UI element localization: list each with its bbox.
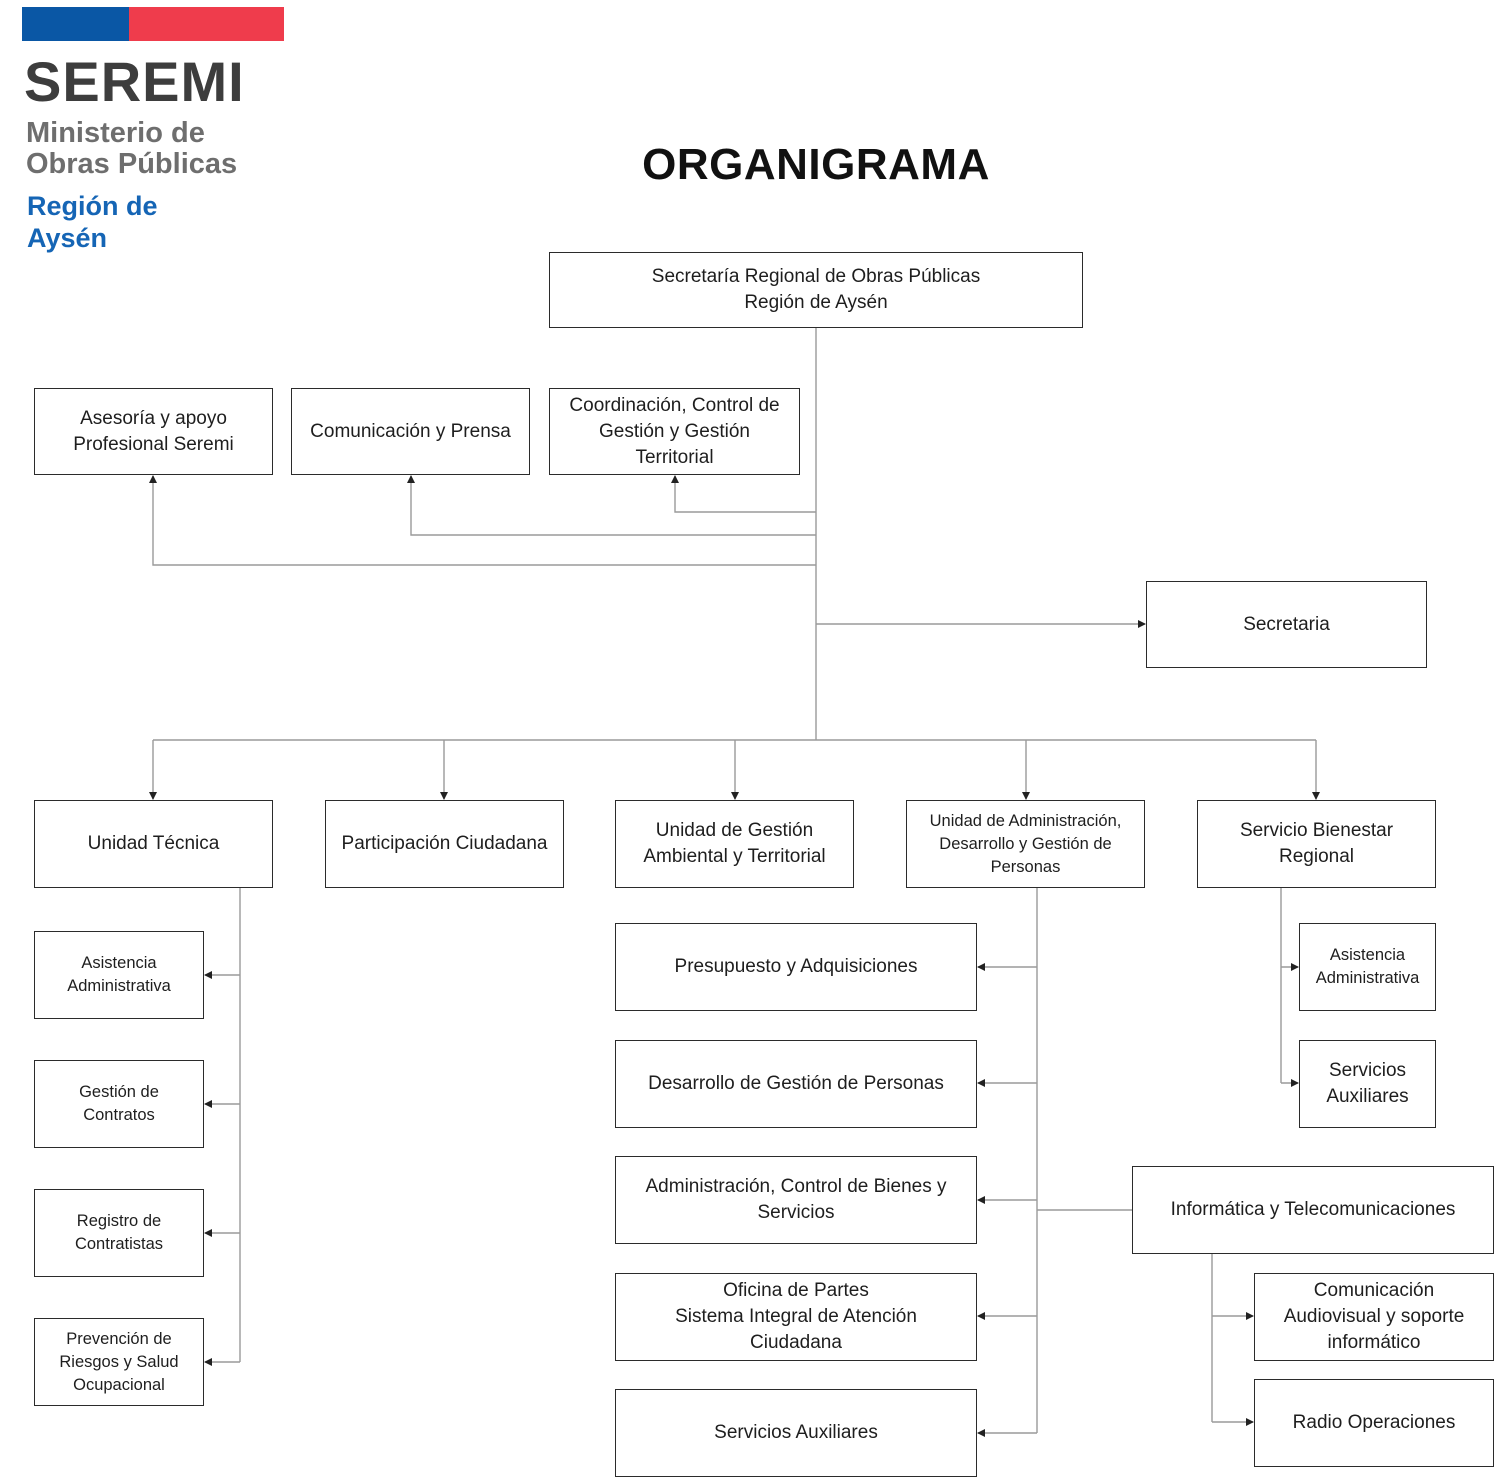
org-box-unidad-tecnica: Unidad Técnica xyxy=(34,800,273,888)
org-box-tecnica-registro: Registro de Contratistas xyxy=(34,1189,204,1277)
org-box-control-bienes: Administración, Control de Bienes y Serv… xyxy=(615,1156,977,1244)
org-box-bienestar: Servicio Bienestar Regional xyxy=(1197,800,1436,888)
org-box-presupuesto: Presupuesto y Adquisiciones xyxy=(615,923,977,1011)
flag-red-bar xyxy=(129,7,284,41)
org-box-tecnica-asistencia: Asistencia Administrativa xyxy=(34,931,204,1019)
page-title: ORGANIGRAMA xyxy=(642,140,990,189)
org-box-radio-operaciones: Radio Operaciones xyxy=(1254,1379,1494,1467)
connector-coordinacion xyxy=(671,475,816,513)
org-box-comunicacion-prensa: Comunicación y Prensa xyxy=(291,388,530,475)
org-box-informatica: Informática y Telecomunicaciones xyxy=(1132,1166,1494,1254)
org-box-secretaria: Secretaria xyxy=(1146,581,1427,668)
org-box-participacion: Participación Ciudadana xyxy=(325,800,564,888)
connector-asesoria xyxy=(149,475,816,566)
org-box-audiovisual: Comunicación Audiovisual y soporte infor… xyxy=(1254,1273,1494,1361)
org-box-coordinacion: Coordinación, Control de Gestión y Gesti… xyxy=(549,388,800,475)
connector-comunicacion xyxy=(407,475,816,536)
org-box-tecnica-prevencion: Prevención de Riesgos y Salud Ocupaciona… xyxy=(34,1318,204,1406)
org-box-root: Secretaría Regional de Obras Públicas Re… xyxy=(549,252,1083,328)
org-box-desarrollo-personas: Desarrollo de Gestión de Personas xyxy=(615,1040,977,1128)
org-box-tecnica-contratos: Gestión de Contratos xyxy=(34,1060,204,1148)
org-box-bienestar-servicios: Servicios Auxiliares xyxy=(1299,1040,1436,1128)
org-box-servicios-auxiliares: Servicios Auxiliares xyxy=(615,1389,977,1477)
org-box-bienestar-asistencia: Asistencia Administrativa xyxy=(1299,923,1436,1011)
org-box-asesoria: Asesoría y apoyo Profesional Seremi xyxy=(34,388,273,475)
logo-ministry: Ministerio de Obras Públicas xyxy=(26,117,238,180)
org-box-gestion-ambiental: Unidad de Gestión Ambiental y Territoria… xyxy=(615,800,854,888)
logo-acronym: SEREMI xyxy=(24,50,245,113)
org-box-administracion: Unidad de Administración, Desarrollo y G… xyxy=(906,800,1145,888)
logo-region: Región de Aysén xyxy=(27,191,158,253)
org-box-oficina-partes: Oficina de Partes Sistema Integral de At… xyxy=(615,1273,977,1361)
flag-blue-bar xyxy=(22,7,129,41)
